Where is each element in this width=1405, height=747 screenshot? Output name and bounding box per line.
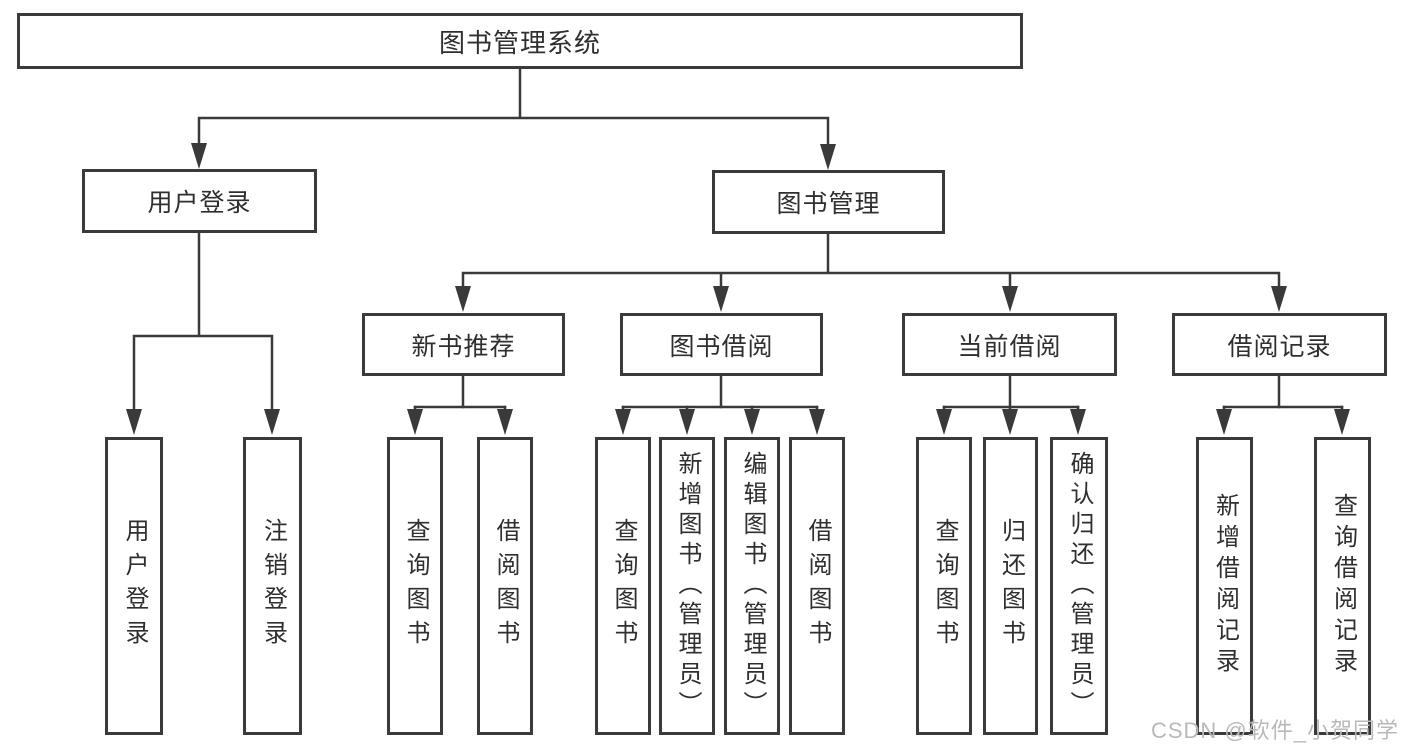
leaf-borrow-books-newbook-label: 借阅图书 — [492, 518, 519, 654]
leaf-borrow-books-borrow: 借阅图书 — [789, 437, 845, 735]
leaf-query-borrow-record: 查询借阅记录 — [1314, 437, 1371, 735]
leaf-edit-books-admin-label: 编辑图书（管理员） — [739, 451, 766, 721]
leaf-query-books-newbook: 查询图书 — [387, 437, 443, 735]
node-current-borrowing: 当前借阅 — [902, 313, 1117, 376]
leaf-query-books-current: 查询图书 — [916, 437, 972, 735]
leaf-query-books-borrow: 查询图书 — [595, 437, 651, 735]
leaf-logout-label: 注销登录 — [259, 518, 287, 654]
csdn-watermark: CSDN @软件_小贺同学 — [1150, 718, 1399, 743]
node-library-management-system: 图书管理系统 — [17, 13, 1023, 69]
leaf-confirm-return-admin: 确认归还（管理员） — [1050, 437, 1108, 735]
leaf-return-books-label: 归还图书 — [997, 518, 1025, 654]
leaf-return-books: 归还图书 — [983, 437, 1038, 735]
leaf-user-login-label: 用户登录 — [121, 518, 148, 654]
node-new-book-recommendation: 新书推荐 — [362, 313, 565, 376]
node-borrowing-records: 借阅记录 — [1172, 313, 1387, 376]
leaf-add-books-admin-label: 新增图书（管理员） — [674, 451, 701, 721]
leaf-add-borrow-record-label: 新增借阅记录 — [1211, 493, 1239, 679]
leaf-borrow-books-borrow-label: 借阅图书 — [804, 518, 831, 654]
leaf-query-borrow-record-label: 查询借阅记录 — [1329, 493, 1357, 679]
node-book-borrowing: 图书借阅 — [620, 313, 823, 376]
leaf-query-books-borrow-label: 查询图书 — [610, 518, 637, 654]
leaf-user-login: 用户登录 — [105, 437, 163, 735]
leaf-borrow-books-newbook: 借阅图书 — [477, 437, 533, 735]
node-book-management: 图书管理 — [712, 170, 945, 234]
leaf-query-books-newbook-label: 查询图书 — [402, 518, 429, 654]
leaf-confirm-return-admin-label: 确认归还（管理员） — [1066, 451, 1093, 721]
leaf-add-borrow-record: 新增借阅记录 — [1196, 437, 1253, 735]
leaf-query-books-current-label: 查询图书 — [931, 518, 958, 654]
node-user-login: 用户登录 — [82, 169, 317, 233]
leaf-logout: 注销登录 — [243, 437, 302, 735]
leaf-edit-books-admin: 编辑图书（管理员） — [724, 437, 780, 735]
leaf-add-books-admin: 新增图书（管理员） — [659, 437, 715, 735]
